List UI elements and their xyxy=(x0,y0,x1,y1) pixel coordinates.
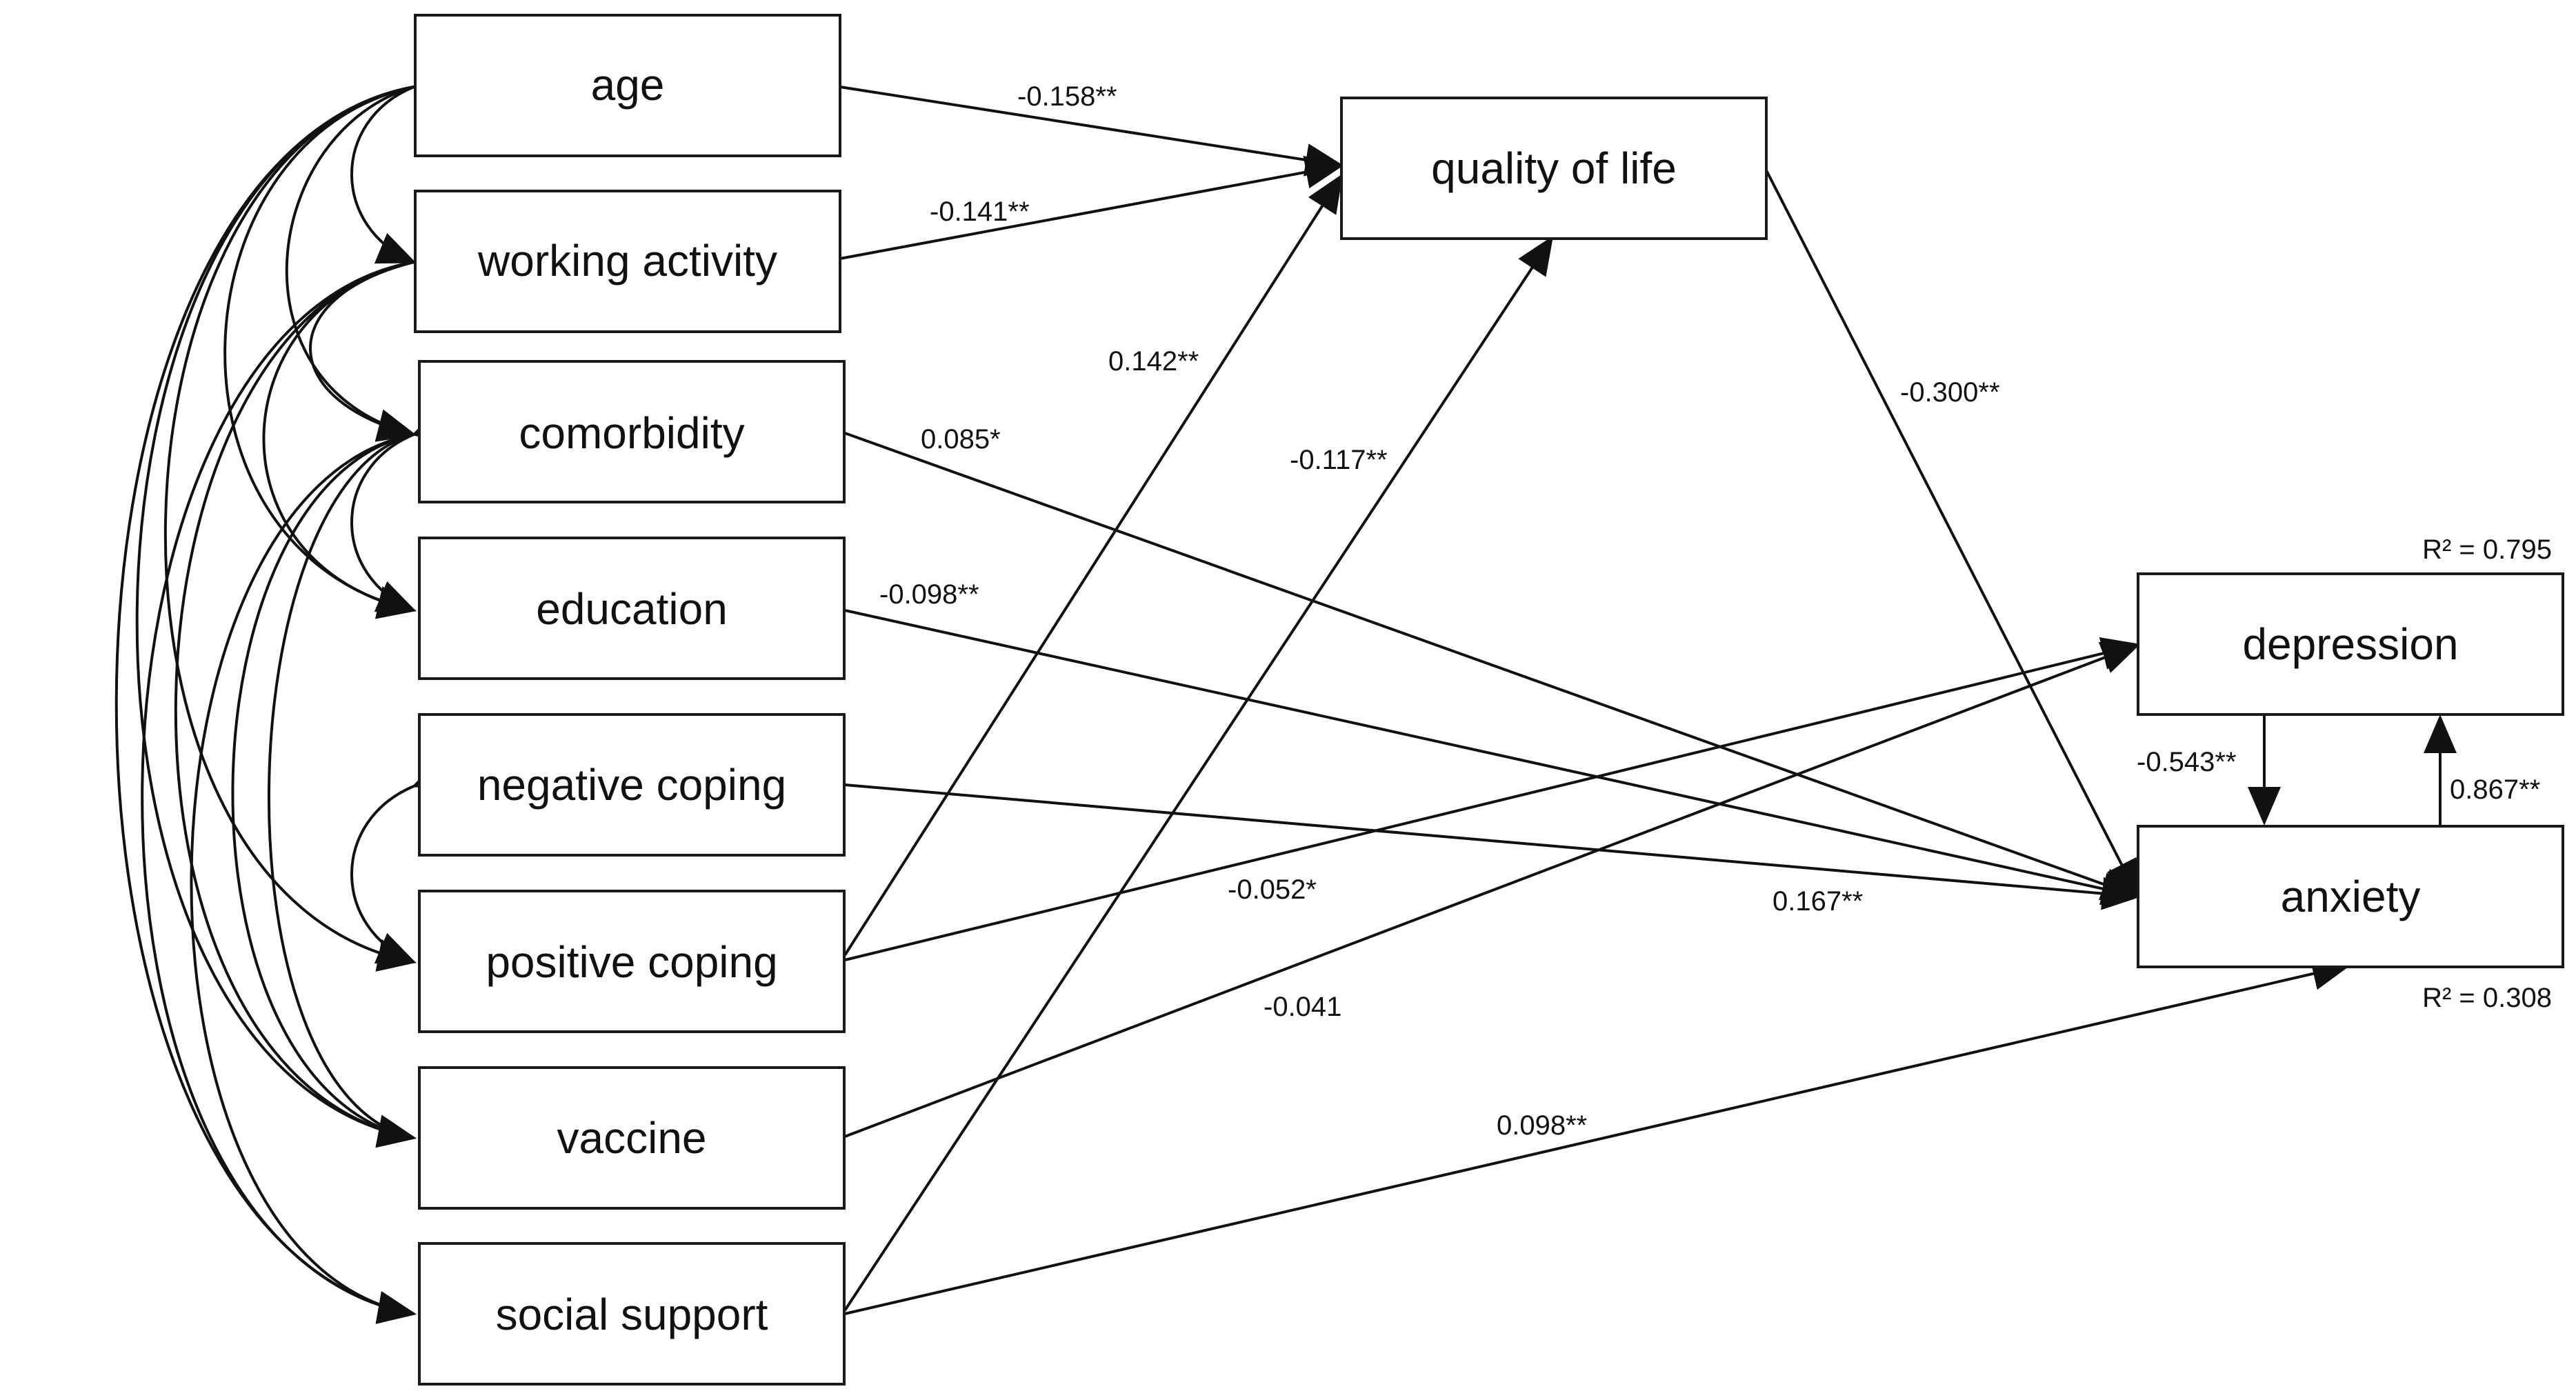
coef-vaccine-depression: -0.041 xyxy=(1264,992,1341,1022)
node-anxiety: anxiety xyxy=(2137,825,2564,968)
r2-depression-label: R² = 0.795 xyxy=(2422,534,2552,565)
cov-comorbidity-social-support xyxy=(190,411,452,1324)
arrow-working-activity-qol xyxy=(839,155,1344,260)
node-negative-coping: negative coping xyxy=(418,713,846,857)
cov-age-vaccine xyxy=(135,64,452,1148)
coef-working-activity-qol: -0.141** xyxy=(930,197,1030,227)
node-depression: depression xyxy=(2137,572,2564,716)
node-education: education xyxy=(418,537,846,680)
coef-positive-coping-qol: 0.142** xyxy=(1108,346,1199,377)
coef-anxiety-depression: 0.867** xyxy=(2450,774,2540,805)
cov-age-education xyxy=(223,63,452,619)
node-quality-of-life-label: quality of life xyxy=(1431,143,1677,193)
node-age: age xyxy=(414,14,841,157)
coef-negative-coping-anxiety: 0.167** xyxy=(1773,886,1863,917)
node-comorbidity-label: comorbidity xyxy=(519,408,744,458)
node-social-support: social support xyxy=(418,1242,846,1386)
coef-age-qol: -0.158** xyxy=(1017,81,1117,112)
node-social-support-label: social support xyxy=(496,1290,768,1339)
cov-comorbidity-social-support-2 xyxy=(267,433,415,1139)
cov-working-activity-comorbidity xyxy=(309,237,453,442)
coef-qol-anxiety: -0.300** xyxy=(1900,377,2000,408)
node-education-label: education xyxy=(536,584,728,634)
cov-working-activity-education xyxy=(262,238,452,619)
node-working-activity-label: working activity xyxy=(477,236,777,286)
node-vaccine-label: vaccine xyxy=(557,1113,707,1163)
node-comorbidity: comorbidity xyxy=(418,360,846,503)
arrow-comorbidity-anxiety xyxy=(844,432,2141,901)
covariance-curves xyxy=(114,58,454,1324)
r2-anxiety-label: R² = 0.308 xyxy=(2422,983,2552,1013)
cov-age-comorbidity xyxy=(285,61,453,442)
arrow-positive-coping-depression xyxy=(844,637,2141,961)
node-anxiety-label: anxiety xyxy=(2281,872,2421,921)
node-depression-label: depression xyxy=(2242,619,2458,669)
node-quality-of-life: quality of life xyxy=(1340,97,1768,240)
arrow-positive-coping-qol xyxy=(843,173,1344,957)
coef-social-support-qol: -0.117** xyxy=(1290,445,1388,475)
cov-age-social-support xyxy=(114,63,452,1324)
arrow-social-support-qol xyxy=(843,235,1554,1312)
path-arrows xyxy=(839,86,2457,1315)
cov-comorbidity-vaccine xyxy=(231,410,452,1148)
node-vaccine: vaccine xyxy=(418,1066,846,1210)
arrow-age-qol xyxy=(839,86,1344,177)
arrow-social-support-anxiety xyxy=(844,957,2351,1315)
cov-working-activity-social-support xyxy=(141,239,452,1324)
node-negative-coping-label: negative coping xyxy=(477,760,786,810)
cov-working-activity-vaccine xyxy=(174,239,452,1148)
coef-positive-coping-depression: -0.052* xyxy=(1228,874,1317,905)
node-positive-coping: positive coping xyxy=(418,890,846,1033)
arrow-qol-anxiety xyxy=(1764,168,2139,899)
coef-social-support-anxiety: 0.098** xyxy=(1497,1110,1587,1141)
arrow-vaccine-depression xyxy=(844,642,2141,1138)
cov-comorbidity-education xyxy=(350,405,454,612)
coef-comorbidity-anxiety: 0.085* xyxy=(921,424,1001,454)
coef-depression-anxiety: -0.543** xyxy=(2137,747,2237,777)
node-working-activity: working activity xyxy=(414,190,841,333)
node-age-label: age xyxy=(591,60,665,110)
arrow-education-anxiety xyxy=(844,609,2141,906)
node-positive-coping-label: positive coping xyxy=(486,937,777,987)
cov-negative-positive-coping xyxy=(350,757,454,964)
arrow-negative-coping-anxiety xyxy=(844,783,2141,910)
coef-education-anxiety: -0.098** xyxy=(879,579,979,610)
cov-age-positive-coping xyxy=(164,63,452,972)
